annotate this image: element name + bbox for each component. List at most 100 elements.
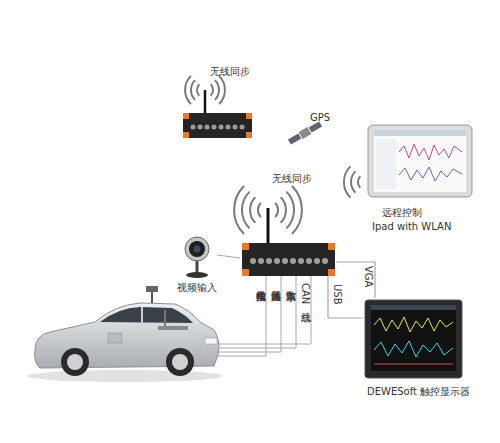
- connector: [314, 258, 320, 264]
- screen-toolbar: [371, 305, 456, 310]
- wheel: [166, 348, 194, 376]
- car-window: [100, 307, 193, 323]
- wave: [211, 84, 213, 95]
- connector: [258, 258, 264, 264]
- daq-device: [242, 208, 335, 276]
- connector: [233, 125, 238, 130]
- antenna: [204, 90, 207, 113]
- wave: [191, 80, 195, 100]
- satellite-body: [299, 127, 312, 139]
- tablet: [368, 125, 472, 197]
- wave: [242, 192, 250, 229]
- node-label: 无线同步: [272, 173, 312, 185]
- webcam-base: [186, 272, 208, 278]
- display-frame: [365, 300, 462, 378]
- gps-satellite: [287, 121, 322, 146]
- wave: [358, 176, 360, 187]
- node-label: 无线同步: [210, 66, 250, 78]
- connector: [205, 125, 210, 130]
- waveform: [399, 167, 462, 181]
- wheel: [61, 348, 89, 376]
- connector: [322, 258, 328, 264]
- connector: [219, 125, 224, 130]
- daq-device: [183, 90, 252, 138]
- antenna: [267, 208, 270, 243]
- webcam-neck: [196, 260, 199, 273]
- hood-sensor: [164, 310, 166, 326]
- car: [27, 286, 223, 382]
- device-body: [183, 113, 252, 138]
- wave: [215, 80, 219, 100]
- signal-label: CAN总线: [299, 283, 311, 304]
- connector: [212, 125, 217, 130]
- cable: [328, 276, 363, 318]
- wave: [351, 171, 355, 192]
- wave: [185, 76, 191, 104]
- connector: [226, 125, 231, 130]
- device-corner: [246, 132, 252, 138]
- connector: [274, 258, 280, 264]
- cable: [217, 255, 240, 258]
- connector: [240, 125, 245, 130]
- webcam: [185, 237, 209, 278]
- screen-panel: [376, 139, 396, 189]
- connector: [250, 258, 256, 264]
- solar-panel: [309, 121, 322, 132]
- wave: [344, 166, 350, 197]
- cable-label: VGA: [362, 266, 374, 287]
- waveform: [399, 144, 462, 160]
- device-corner: [328, 269, 335, 276]
- wheel-rim: [67, 354, 83, 370]
- waveform: [374, 364, 453, 365]
- connector: [290, 258, 296, 264]
- wave: [281, 197, 286, 222]
- wave: [292, 186, 302, 234]
- device-corner: [183, 132, 189, 138]
- node-label: 远程控制: [382, 207, 422, 219]
- node-label: Ipad with WLAN: [372, 221, 451, 233]
- webcam-lens: [189, 241, 205, 257]
- car-shadow: [27, 370, 223, 382]
- tablet-screen: [374, 130, 466, 192]
- connector: [282, 258, 288, 264]
- roof-sensor: [146, 286, 158, 292]
- webcam-head: [185, 237, 209, 261]
- touch-display: [365, 300, 462, 378]
- tablet-frame: [368, 125, 472, 197]
- device-corner: [183, 113, 189, 119]
- connector: [191, 125, 196, 130]
- wave: [234, 186, 244, 234]
- connector-row: [191, 125, 245, 130]
- connector: [306, 258, 312, 264]
- device-body: [242, 243, 335, 276]
- wave: [197, 84, 199, 95]
- screen-toolbar: [374, 130, 466, 136]
- waveform: [374, 341, 453, 357]
- touch-display: DEWESoft 触控显示器: [363, 298, 464, 400]
- tablet: 远程控制 Ipad with WLAN: [366, 123, 474, 239]
- wire: [210, 276, 281, 352]
- cable-label: USB: [331, 284, 343, 305]
- wave: [286, 192, 294, 229]
- headlight: [205, 338, 217, 344]
- wire: [212, 276, 311, 344]
- waveform: [374, 317, 453, 332]
- device-corner: [246, 113, 252, 119]
- wave: [275, 203, 278, 217]
- door-sensor: [108, 333, 122, 343]
- node-label: 视频输入: [177, 282, 217, 294]
- device-corner: [242, 243, 249, 250]
- wire: [211, 276, 296, 348]
- connector: [298, 258, 304, 264]
- device-corner: [328, 243, 335, 250]
- daq-device: 无线同步: [180, 64, 255, 140]
- device-corner: [242, 269, 249, 276]
- sensor-wires: [210, 276, 311, 356]
- display-screen: [371, 305, 456, 371]
- daq-device: 无线同步: [240, 172, 336, 276]
- solar-panel: [288, 133, 301, 144]
- node-label: DEWESoft 触控显示器: [367, 386, 470, 398]
- wheel-rim: [172, 354, 188, 370]
- connector-row: [250, 258, 328, 264]
